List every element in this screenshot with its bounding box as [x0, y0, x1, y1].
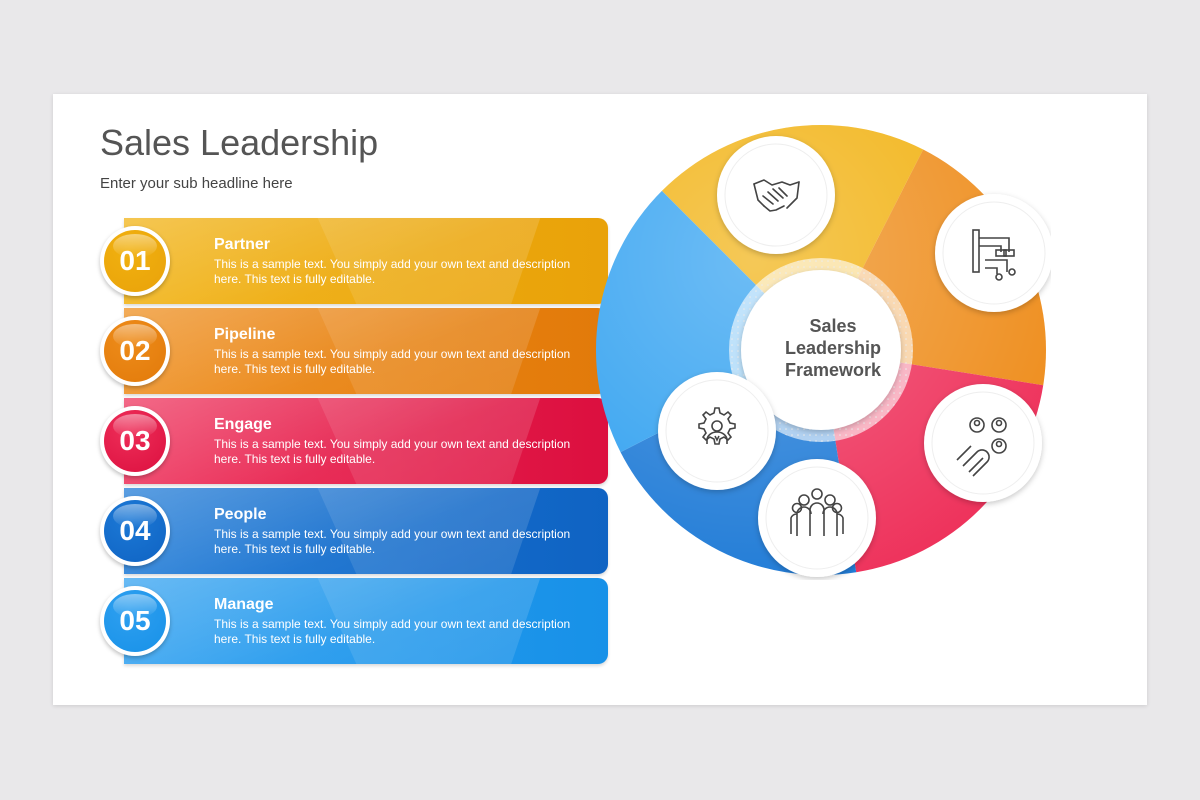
framework-center-label: Sales Leadership Framework: [784, 316, 882, 380]
step-item: Manage This is a sample text. You simply…: [100, 578, 610, 664]
step-item: Engage This is a sample text. You simply…: [100, 398, 610, 484]
gear-person-icon: [698, 407, 736, 445]
step-title: Engage: [214, 416, 272, 433]
node-magnet: [924, 384, 1042, 502]
step-number: 04: [119, 515, 151, 546]
step-number: 01: [119, 245, 151, 276]
pipeline-icon: [972, 229, 1016, 281]
slide-title: Sales Leadership: [100, 122, 379, 163]
step-item: Partner This is a sample text. You simpl…: [100, 218, 610, 304]
step-number-badge: 01: [100, 226, 170, 296]
node-team: [758, 459, 876, 577]
step-number: 05: [119, 605, 151, 636]
step-banner: Partner This is a sample text. You simpl…: [124, 218, 608, 304]
step-banner: Pipeline This is a sample text. You simp…: [124, 308, 608, 394]
step-item: People This is a sample text. You simply…: [100, 488, 610, 574]
step-description: This is a sample text. You simply add yo…: [214, 257, 571, 286]
node-pipeline: [935, 194, 1051, 312]
step-number-badge: 04: [100, 496, 170, 566]
step-title: Manage: [214, 596, 274, 613]
center-circle: [741, 270, 901, 430]
slide-subtitle: Enter your sub headline here: [100, 175, 293, 192]
team-icon: [790, 488, 844, 536]
step-description: This is a sample text. You simply add yo…: [214, 347, 571, 376]
step-description: This is a sample text. You simply add yo…: [214, 527, 571, 556]
step-description: This is a sample text. You simply add yo…: [214, 617, 571, 646]
magnet-people-icon: [956, 417, 1007, 477]
step-banner: Manage This is a sample text. You simply…: [124, 578, 608, 664]
gear-node-layer: [658, 372, 776, 490]
node-handshake: [717, 136, 835, 254]
node-gear-person-circle: [658, 372, 776, 490]
step-number-badge: 05: [100, 586, 170, 656]
framework-cycle-diagram: [596, 125, 1051, 577]
step-title: People: [214, 506, 267, 523]
step-title: Pipeline: [214, 326, 276, 343]
step-number-badge: 02: [100, 316, 170, 386]
step-description: This is a sample text. You simply add yo…: [214, 437, 571, 466]
handshake-icon: [753, 179, 800, 212]
step-banner: People This is a sample text. You simply…: [124, 488, 608, 574]
step-number: 03: [119, 425, 151, 456]
step-number: 02: [119, 335, 151, 366]
step-banner: Engage This is a sample text. You simply…: [124, 398, 608, 484]
step-title: Partner: [214, 236, 271, 253]
step-item: Pipeline This is a sample text. You simp…: [100, 308, 610, 394]
step-number-badge: 03: [100, 406, 170, 476]
